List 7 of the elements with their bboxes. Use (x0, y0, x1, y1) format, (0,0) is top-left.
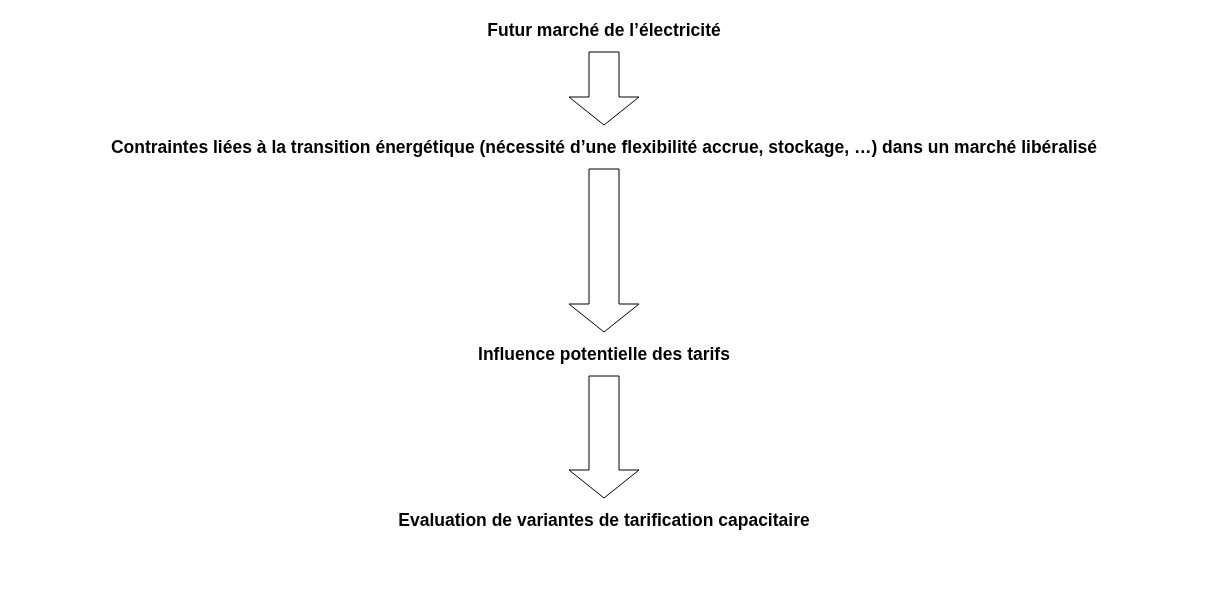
block-arrow (568, 375, 640, 499)
block-arrow (568, 168, 640, 333)
step-text: Evaluation de variantes de tarification capacitaire (398, 509, 810, 532)
block-arrow (568, 51, 640, 126)
step-text: Futur marché de l’électricité (487, 19, 721, 42)
step-text: Contraintes liées à la transition énergétique (nécessité d’une flexibilité accrue, stockage, …) dans un marché libéralisé (110, 136, 1098, 159)
step-text: Influence potentielle des tarifs (478, 343, 730, 366)
